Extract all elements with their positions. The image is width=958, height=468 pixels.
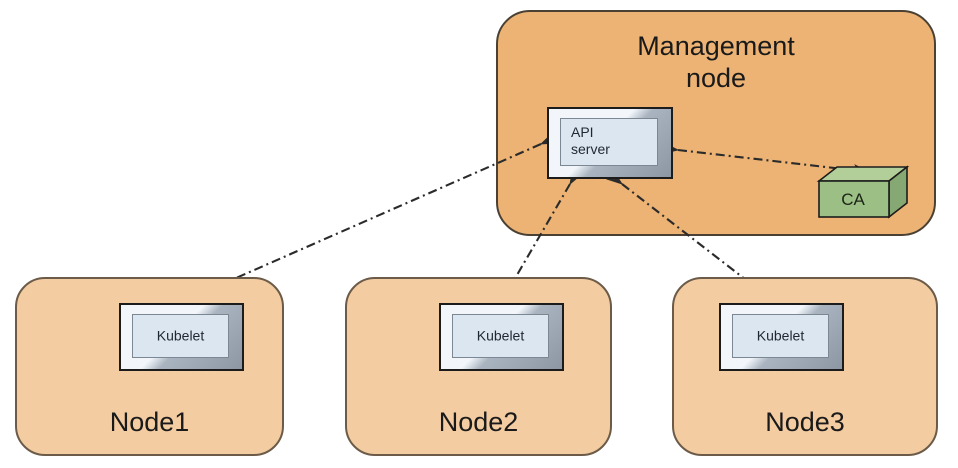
api-server-label-line1: API — [571, 124, 594, 140]
kubelet-3-label: Kubelet — [756, 327, 805, 344]
kubelet-2-label: Kubelet — [476, 327, 525, 344]
management-node-title-line1: Management — [637, 31, 795, 61]
kubelet-1-face: Kubelet — [132, 314, 229, 358]
ca-label: CA — [841, 190, 865, 209]
kubelet-2-face: Kubelet — [452, 314, 549, 358]
management-node-title-line2: node — [685, 63, 747, 93]
kubelet-box-node-3[interactable]: Kubelet — [719, 303, 844, 371]
kubelet-box-node-1[interactable]: Kubelet — [119, 303, 244, 371]
ca-box[interactable]: CA — [816, 165, 910, 219]
kubelet-box-node-2[interactable]: Kubelet — [439, 303, 564, 371]
worker-node-1-label: Node1 — [109, 407, 190, 437]
ca-cuboid-shape — [816, 165, 910, 219]
worker-node-2-label: Node2 — [438, 407, 519, 437]
api-server-label-line2: server — [571, 141, 610, 157]
worker-node-3-label: Node3 — [765, 407, 845, 437]
kubelet-1-label: Kubelet — [156, 327, 205, 344]
kubelet-3-face: Kubelet — [732, 314, 829, 358]
